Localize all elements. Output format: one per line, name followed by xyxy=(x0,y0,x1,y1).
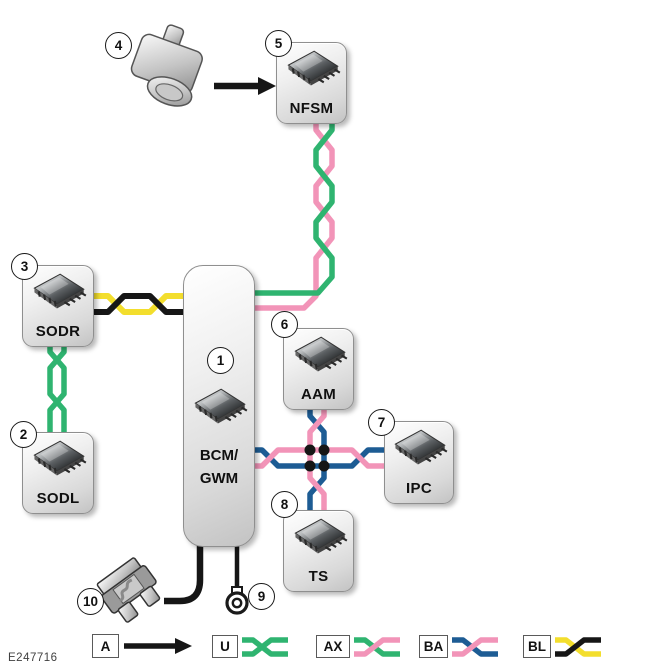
wire-to-fuse xyxy=(164,543,204,605)
legend-label-ba: BA xyxy=(419,635,448,658)
chip-icon xyxy=(286,50,340,86)
module-label: AAM xyxy=(300,386,337,403)
legend-label-ax: AX xyxy=(316,635,350,658)
legend-arrow-icon xyxy=(124,638,192,654)
module-sodl: SODL xyxy=(22,432,94,514)
module-label: SODL xyxy=(36,490,80,507)
callout-4-camera: 4 xyxy=(105,32,132,59)
module-sodr: SODR xyxy=(22,265,94,347)
arrow-camera-to-nfsm xyxy=(214,77,276,95)
chip-icon xyxy=(293,518,347,554)
legend-ax-pair-icon xyxy=(354,637,400,657)
module-label: IPC xyxy=(406,480,432,497)
bcm-label-line1: BCM/ xyxy=(199,447,239,464)
callout-10-fuse: 10 xyxy=(77,588,104,615)
figure-id: E247716 xyxy=(8,652,58,664)
ground-ring-icon xyxy=(225,586,249,615)
wire-green xyxy=(249,118,335,296)
chip-icon xyxy=(194,388,248,424)
callout-1-bcm: 1 xyxy=(207,347,234,374)
module-label: TS xyxy=(308,568,329,585)
module-label: NFSM xyxy=(289,100,334,117)
chip-icon xyxy=(33,440,87,476)
legend-label-a: A xyxy=(92,634,119,658)
legend-ba-pair-icon xyxy=(452,637,498,657)
fuse-icon xyxy=(96,557,161,623)
legend-label-bl: BL xyxy=(523,635,551,658)
wire-pair-junction-ts xyxy=(307,466,327,514)
callout-3-sodr: 3 xyxy=(11,253,38,280)
wire-green xyxy=(47,341,67,436)
bcm-label-line2: GWM xyxy=(199,470,239,487)
wire-pair-sodr-bcm xyxy=(88,293,187,315)
wire-yellow xyxy=(88,293,187,315)
callout-7-ipc: 7 xyxy=(368,409,395,436)
wire-pink xyxy=(307,404,327,450)
callout-5-nfsm: 5 xyxy=(265,30,292,57)
module-bcm-gwm: BCM/ GWM xyxy=(183,265,255,547)
wire-pair-sodr-sodl xyxy=(47,341,67,436)
wire-pair-bcm-ipc xyxy=(249,447,388,469)
legend-bl-pair-icon xyxy=(555,637,601,657)
wire-pink xyxy=(307,466,327,514)
callout-6-aam: 6 xyxy=(271,311,298,338)
module-ts: TS xyxy=(283,510,354,592)
module-label: BCM/ GWM xyxy=(184,444,254,490)
chip-icon xyxy=(293,336,347,372)
wire-black xyxy=(88,293,187,315)
wire-pink xyxy=(249,118,335,311)
callout-8-ts: 8 xyxy=(271,491,298,518)
module-aam: AAM xyxy=(283,328,354,410)
chip-icon xyxy=(394,429,448,465)
wire-pair-nfsm-bcm xyxy=(249,118,335,311)
chip-icon xyxy=(33,273,87,309)
module-nfsm: NFSM xyxy=(276,42,347,124)
legend-u-pair-icon xyxy=(242,637,288,657)
wire-green xyxy=(47,341,67,436)
wire-pair-aam-junction xyxy=(307,404,327,450)
callout-9-ground: 9 xyxy=(248,583,275,610)
module-ipc: IPC xyxy=(384,421,454,504)
callout-2-sodl: 2 xyxy=(10,421,37,448)
module-label: SODR xyxy=(35,323,81,340)
legend-label-u: U xyxy=(212,635,238,658)
junction-dots xyxy=(304,444,330,472)
camera-icon xyxy=(130,24,203,107)
